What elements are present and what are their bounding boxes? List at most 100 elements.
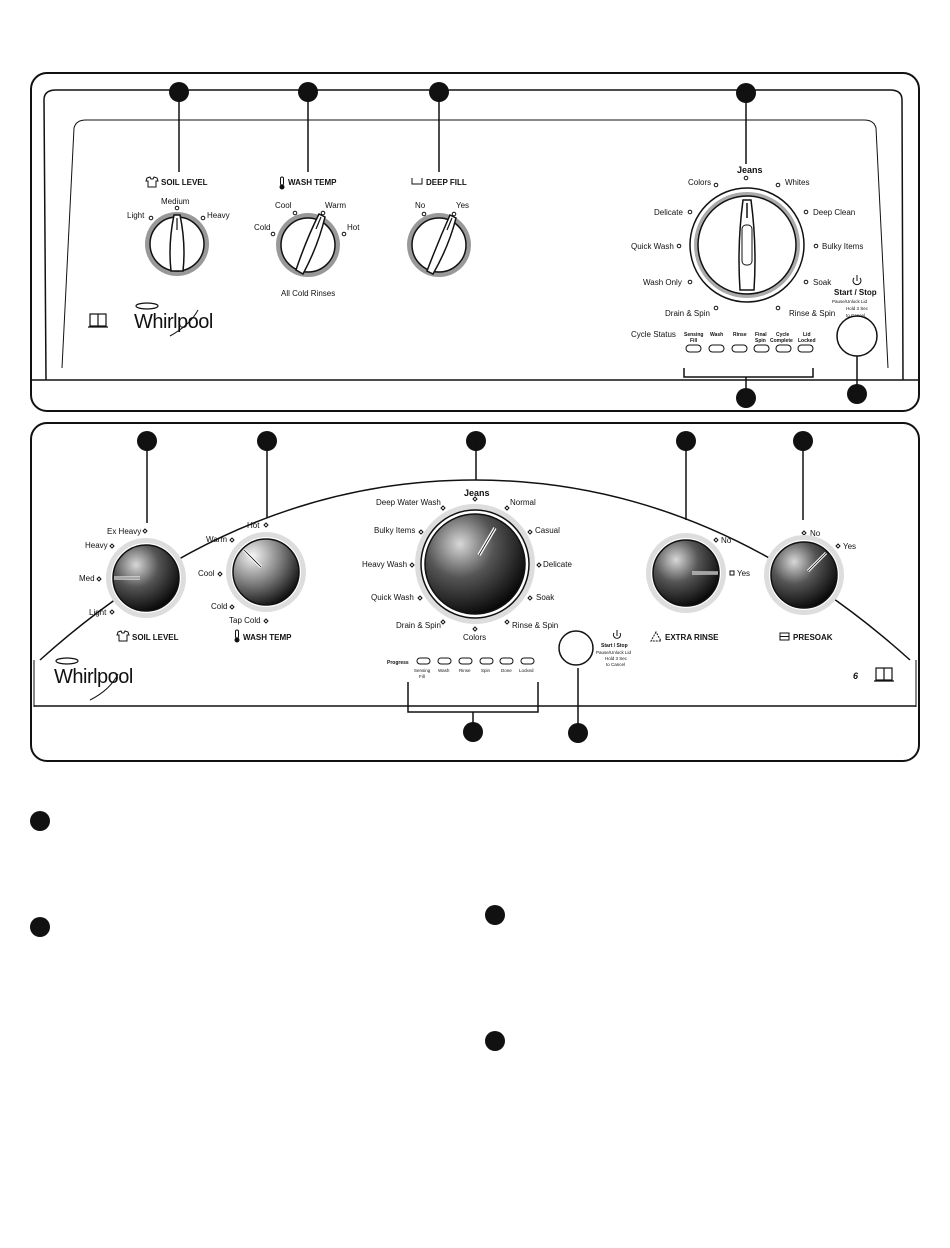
soil-heavy-label-top: Heavy (207, 211, 230, 220)
wash-temp-section-bottom: Hot Warm Cool Cold Tap Cold WASH TEMP (198, 521, 306, 643)
cycle-right-3-top: Soak (813, 278, 832, 287)
temp-cold-label-bottom: Cold (211, 602, 227, 611)
cycle-top-label-top: Jeans (737, 165, 763, 175)
cycle-right-3-bottom: Soak (536, 593, 555, 602)
deep-fill-title-top: DEEP FILL (426, 178, 467, 187)
svg-text:Done: Done (501, 668, 512, 673)
soil-medium-label-top: Medium (161, 197, 190, 206)
svg-text:Wash: Wash (438, 668, 450, 673)
deep-fill-section-top: DEEP FILL No Yes (407, 178, 471, 277)
soil-level-title-top: SOIL LEVEL (161, 178, 208, 187)
whirlpool-logo-top: Whirlpool (134, 302, 213, 337)
svg-text:Locked: Locked (798, 338, 816, 344)
top-control-panel (30, 72, 920, 412)
soil-level-knob-top[interactable] (145, 212, 209, 276)
svg-text:Complete: Complete (770, 338, 793, 344)
start-stop-button-top[interactable] (836, 315, 878, 357)
soil-level-title-bottom: SOIL LEVEL (132, 633, 179, 642)
status-light-3-top: Final Spin (753, 332, 770, 353)
whirlpool-logo-bottom: Whirlpool (54, 657, 133, 701)
start-stop-line2-bottom: Hold 3 Sec (605, 656, 628, 661)
temp-cool-label-bottom: Cool (198, 569, 215, 578)
start-stop-section-bottom: Start / Stop Pause/Unlock Lid Hold 3 Sec… (558, 630, 632, 667)
status-light-0-top: Sensing Fill (684, 332, 703, 353)
manual-book-icon (874, 667, 894, 682)
soil-level-section-bottom: Ex Heavy Heavy Med Light SOIL LEVEL (79, 527, 186, 642)
wash-temp-section-top: WASH TEMP Cool Warm Cold Hot All Cold Ri… (254, 176, 360, 298)
temp-warm-label-top: Warm (325, 201, 346, 210)
cycle-left-1-bottom: Bulky Items (374, 526, 415, 535)
deep-fill-no-label: No (415, 201, 426, 210)
cycle-left-4-top: Drain & Spin (665, 309, 710, 318)
progress-light-0: Sensing Fill (414, 657, 431, 679)
extra-rinse-section: No Yes EXTRA RINSE (646, 533, 750, 642)
cycle-right-4-top: Rinse & Spin (789, 309, 835, 318)
cycle-top-label-bottom: Jeans (464, 488, 490, 498)
progress-label: Progress (387, 660, 409, 666)
cycle-right-2-top: Bulky Items (822, 242, 863, 251)
progress-light-5: Locked (519, 657, 535, 673)
start-stop-line2-top: Hold 3 Sec (846, 306, 869, 311)
soil-level-knob-bottom[interactable] (106, 538, 186, 618)
presoak-no-label: No (810, 529, 821, 538)
thermometer-icon (234, 629, 240, 643)
progress-light-1: Wash (437, 657, 452, 673)
soil-light-label-top: Light (127, 211, 145, 220)
start-stop-line1-top: Pause/Unlock Lid (832, 299, 868, 304)
cycle-left-1-top: Delicate (654, 208, 683, 217)
extra-rinse-title: EXTRA RINSE (665, 633, 719, 642)
soil-heavy-label-bottom: Heavy (85, 541, 108, 550)
legend-markers (30, 811, 505, 1051)
cycle-section-top: Jeans Colors Delicate Quick Wash Wash On… (631, 165, 863, 318)
cycle-left-3-top: Wash Only (643, 278, 682, 287)
temp-hot-label-top: Hot (347, 223, 360, 232)
temp-warm-label-bottom: Warm (206, 535, 227, 544)
status-light-5-top: Lid Locked (797, 332, 816, 353)
start-stop-title-top: Start / Stop (834, 288, 877, 297)
cycle-right-0-bottom: Normal (510, 498, 536, 507)
svg-text:Whirlpool: Whirlpool (134, 311, 213, 333)
cycle-status-label-top: Cycle Status (631, 330, 676, 339)
cycle-right-1-bottom: Casual (535, 526, 560, 535)
cycle-selector-knob-bottom[interactable] (415, 504, 535, 624)
svg-text:Spin: Spin (481, 668, 491, 673)
cycle-left-2-bottom: Heavy Wash (362, 560, 407, 569)
extra-rinse-no-label: No (721, 536, 732, 545)
status-light-2-top: Rinse (731, 332, 748, 353)
presoak-knob[interactable] (764, 535, 844, 615)
extra-rinse-knob[interactable] (646, 533, 726, 613)
cycle-selector-knob-top[interactable] (689, 187, 805, 303)
shirt-icon (145, 176, 159, 188)
wash-temp-title-top: WASH TEMP (288, 178, 337, 187)
presoak-title: PRESOAK (793, 633, 833, 642)
wash-temp-title-bottom: WASH TEMP (243, 633, 292, 642)
deep-fill-knob-top[interactable] (407, 213, 471, 277)
presoak-yes-label: Yes (843, 542, 856, 551)
thermometer-icon (279, 176, 285, 190)
start-stop-button-bottom[interactable] (558, 630, 594, 666)
progress-light-3: Spin (479, 657, 494, 673)
svg-text:6: 6 (853, 671, 859, 681)
presoak-icon (779, 632, 790, 641)
callout-markers-bottom (137, 431, 813, 743)
sense-badge: 6 (853, 671, 859, 681)
presoak-section: No Yes PRESOAK (764, 529, 856, 642)
wash-temp-knob-bottom[interactable] (226, 532, 306, 612)
temp-note-label-top: All Cold Rinses (281, 289, 335, 298)
start-stop-title-bottom: Start / Stop (601, 643, 628, 649)
start-stop-line1-bottom: Pause/Unlock Lid (596, 650, 632, 655)
cycle-bottom-label-bottom: Colors (463, 633, 486, 642)
temp-cold-label-top: Cold (254, 223, 270, 232)
svg-text:Sensing: Sensing (684, 332, 703, 338)
svg-text:Lid: Lid (803, 332, 811, 338)
manual-book-icon (88, 313, 108, 328)
svg-text:Wash: Wash (710, 332, 723, 338)
svg-text:Locked: Locked (519, 668, 534, 673)
power-icon (613, 630, 621, 639)
deep-fill-yes-label: Yes (456, 201, 469, 210)
extra-rinse-icon (650, 630, 662, 642)
svg-text:Rinse: Rinse (459, 668, 471, 673)
wash-temp-knob-top[interactable] (276, 212, 340, 277)
cycle-right-1-top: Deep Clean (813, 208, 855, 217)
svg-text:Cycle: Cycle (776, 332, 790, 338)
